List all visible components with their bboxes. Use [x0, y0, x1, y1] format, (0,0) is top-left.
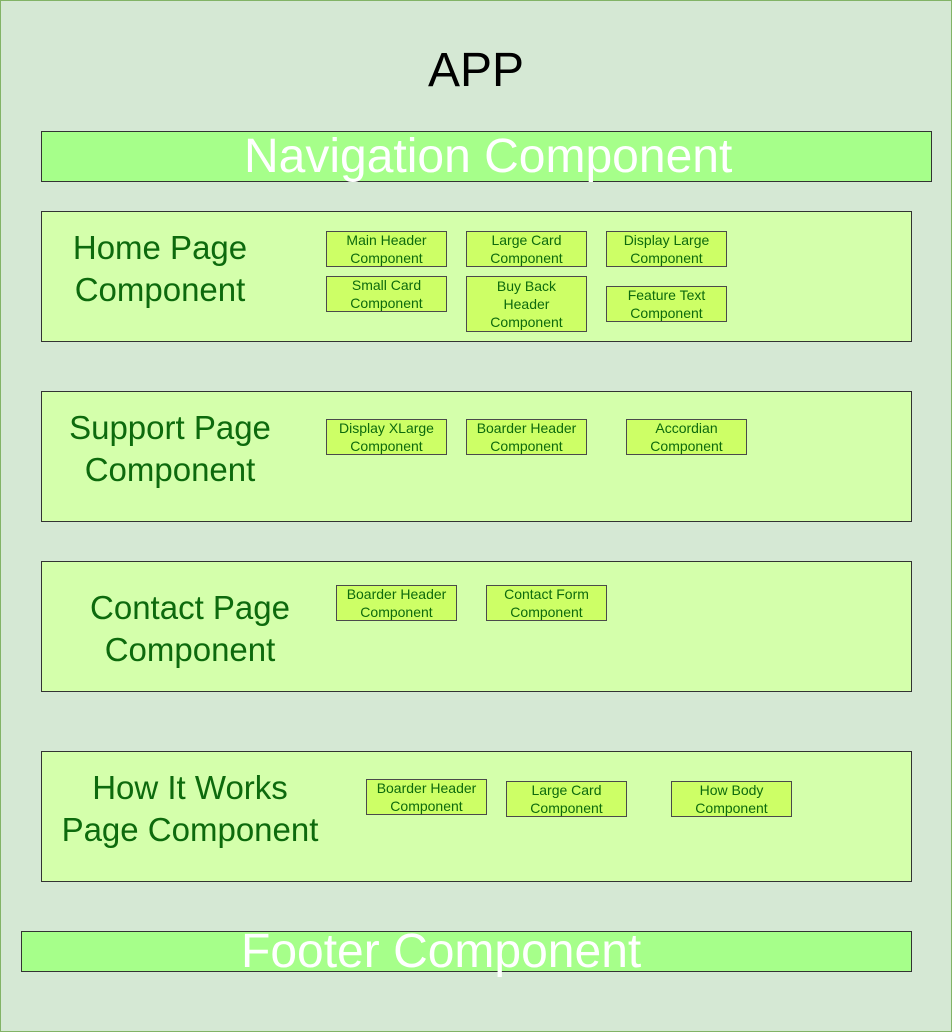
home-page-title-line1: Home Page	[72, 229, 248, 266]
large-card-component[interactable]: Large Card Component	[506, 781, 627, 817]
how-body-component[interactable]: How Body Component	[671, 781, 792, 817]
large-card-component[interactable]: Large Card Component	[466, 231, 587, 267]
accordian-component[interactable]: Accordian Component	[626, 419, 747, 455]
boarder-header-component[interactable]: Boarder Header Component	[466, 419, 587, 455]
navigation-component[interactable]: Navigation Component	[41, 130, 932, 183]
navigation-label: Navigation Component	[244, 130, 733, 183]
how-it-works-title-line1: How It Works	[92, 769, 288, 806]
support-page-title-line2: Component	[84, 451, 256, 488]
boarder-header-component[interactable]: Boarder Header Component	[366, 779, 487, 815]
how-it-works-title-line2: Page Component	[61, 811, 319, 848]
how-it-works-page-title: How It Works Page Component	[46, 767, 334, 851]
how-it-works-page-component[interactable]: How It Works Page Component Boarder Head…	[41, 751, 912, 882]
contact-page-title-line1: Contact Page	[90, 589, 290, 626]
home-page-title: Home Page Component	[42, 227, 278, 311]
contact-form-component[interactable]: Contact Form Component	[486, 585, 607, 621]
main-header-component[interactable]: Main Header Component	[326, 231, 447, 267]
footer-label: Footer Component	[241, 925, 642, 978]
boarder-header-component[interactable]: Boarder Header Component	[336, 585, 457, 621]
feature-text-component[interactable]: Feature Text Component	[606, 286, 727, 322]
footer-component[interactable]: Footer Component	[21, 926, 912, 978]
support-page-title-line1: Support Page	[69, 409, 271, 446]
app-title: APP	[427, 44, 525, 97]
home-page-component[interactable]: Home Page Component Main Header Componen…	[41, 211, 912, 342]
support-page-component[interactable]: Support Page Component Display XLarge Co…	[41, 391, 912, 522]
home-page-title-line2: Component	[74, 271, 246, 308]
contact-page-title-line2: Component	[104, 631, 276, 668]
display-xlarge-component[interactable]: Display XLarge Component	[326, 419, 447, 455]
display-large-component[interactable]: Display Large Component	[606, 231, 727, 267]
small-card-component[interactable]: Small Card Component	[326, 276, 447, 312]
contact-page-title: Contact Page Component	[70, 587, 310, 671]
buy-back-header-component[interactable]: Buy Back Header Component	[466, 276, 587, 332]
support-page-title: Support Page Component	[50, 407, 290, 491]
contact-page-component[interactable]: Contact Page Component Boarder Header Co…	[41, 561, 912, 692]
